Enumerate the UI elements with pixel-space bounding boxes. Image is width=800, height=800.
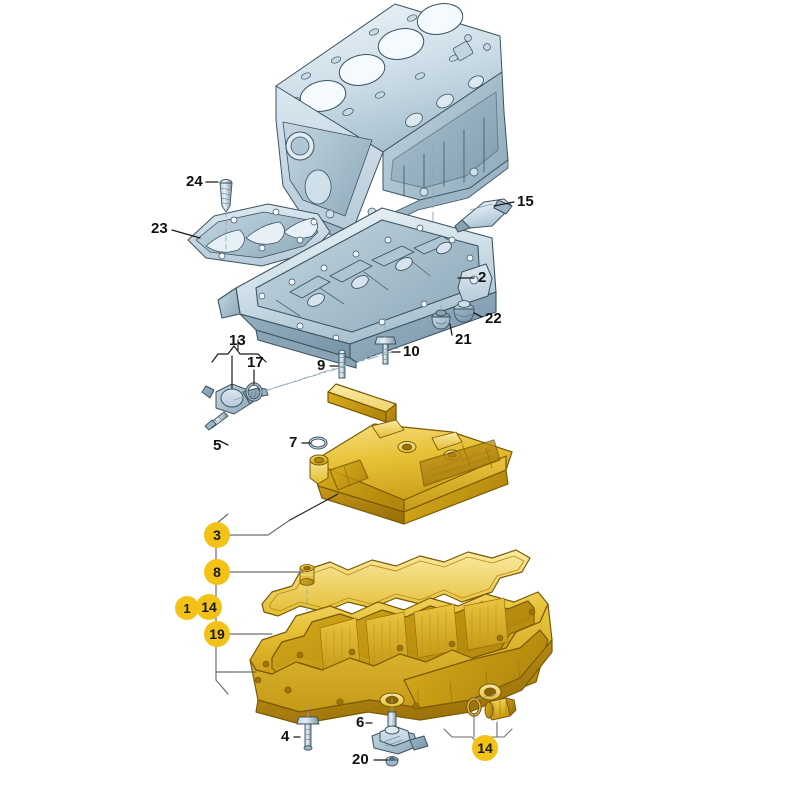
callout-badge-19: 19 (204, 621, 230, 647)
callout-17: 17 (247, 354, 264, 371)
callout-10: 10 (403, 343, 420, 360)
callout-4: 4 (281, 728, 290, 745)
part-23-oil-baffle (187, 203, 331, 267)
part-24-screw (219, 178, 233, 213)
part-7-o-ring (308, 436, 328, 450)
part-10-hex-bolt (374, 336, 397, 365)
callout-6: 6 (356, 714, 365, 731)
part-5-retaining-bolt (204, 411, 229, 431)
callout-badge-1: 1 (175, 596, 199, 620)
part-6-oil-level-sensor (371, 711, 429, 755)
part-20-nut (385, 756, 399, 767)
callout-9: 9 (317, 357, 326, 374)
callout-20: 20 (352, 751, 369, 768)
callout-21: 21 (455, 331, 472, 348)
callout-badge-14: 14 (196, 594, 222, 620)
callout-24: 24 (186, 173, 203, 190)
callout-badge-14-group: 14 (472, 735, 498, 761)
part-21-grommet (431, 309, 451, 330)
callout-15: 15 (517, 193, 534, 210)
part-15-sealant-tube (454, 198, 513, 233)
callout-23: 23 (151, 220, 168, 237)
part-14-drain-plug (484, 697, 517, 721)
part-9-stud-bolt (338, 349, 346, 379)
callout-2: 2 (478, 269, 487, 286)
part-3-oil-pan-upper (309, 383, 513, 525)
engine-block-illustration (275, 3, 509, 243)
part-4-flange-bolt (296, 716, 320, 751)
callout-22: 22 (485, 310, 502, 327)
callout-badge-8: 8 (204, 559, 230, 585)
part-19-oil-pan-gasket (261, 549, 531, 617)
callout-5: 5 (213, 437, 222, 454)
callout-7: 7 (289, 434, 298, 451)
callout-badge-3: 3 (204, 522, 230, 548)
callout-13: 13 (229, 332, 246, 349)
